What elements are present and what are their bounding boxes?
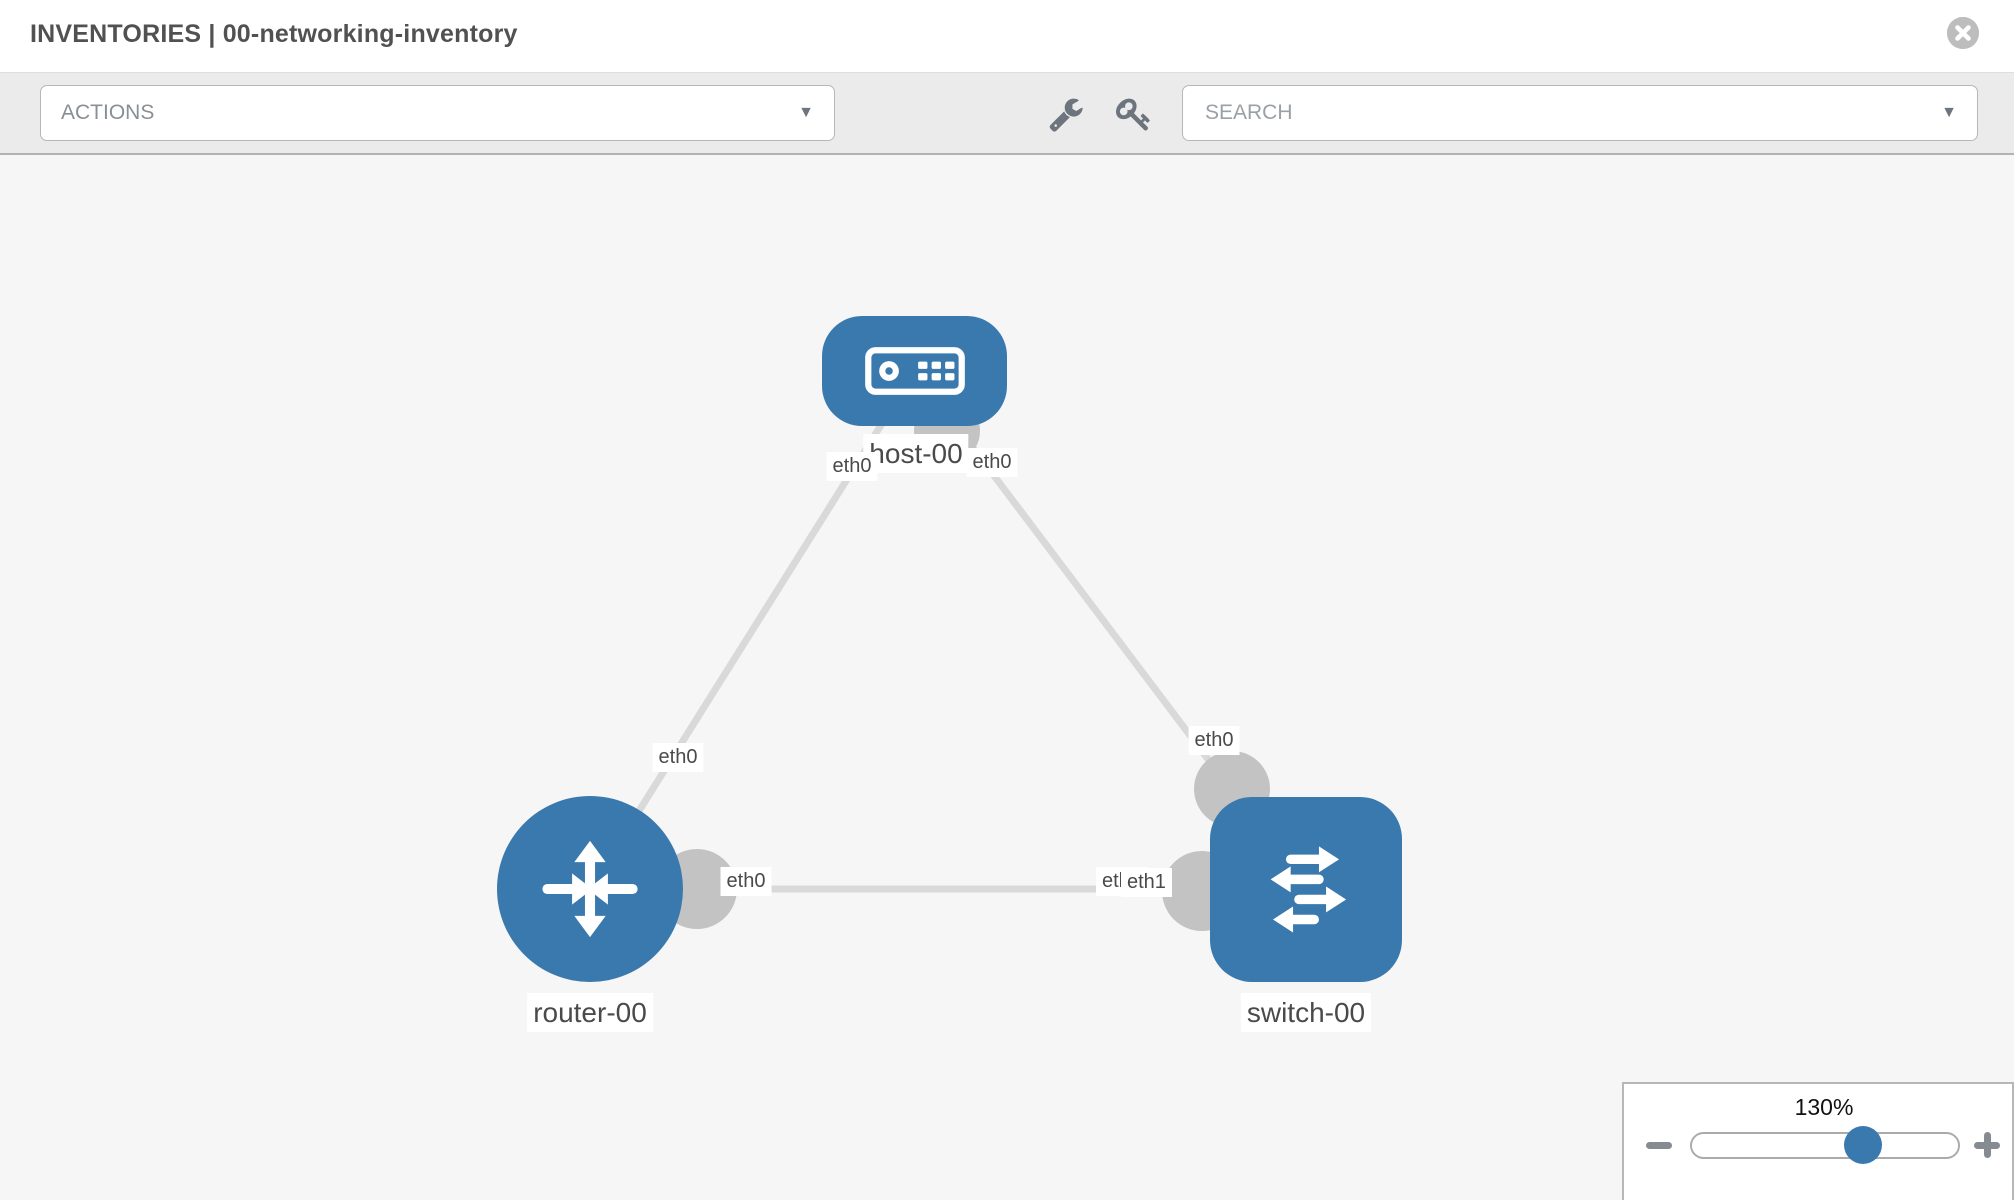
wrench-icon[interactable]: [1048, 96, 1084, 132]
node-label-host-00[interactable]: host-00: [863, 434, 969, 473]
actions-dropdown[interactable]: ACTIONS ▼: [40, 85, 835, 141]
key-icon[interactable]: [1116, 96, 1152, 132]
interface-label-router-eth0: eth0: [720, 867, 772, 896]
plus-icon[interactable]: [1974, 1132, 2000, 1158]
interface-label-switch-eth1: eth1: [1121, 868, 1172, 897]
search-dropdown[interactable]: ▼: [1182, 85, 1978, 141]
zoom-slider-track[interactable]: [1690, 1126, 1960, 1164]
caret-down-icon: ▼: [798, 104, 814, 121]
zoom-level-value: 130%: [1794, 1094, 1854, 1120]
node-router-00[interactable]: [497, 796, 683, 982]
router-icon: [542, 840, 638, 938]
interface-label-host-eth0-left: eth0: [826, 452, 878, 481]
page-title: INVENTORIES | 00-networking-inventory: [30, 20, 518, 48]
close-icon: [1947, 17, 1979, 49]
minus-icon[interactable]: [1646, 1142, 1672, 1149]
host-icon: [864, 347, 965, 395]
node-switch-00[interactable]: [1210, 797, 1402, 982]
plus-icon-bar: [1984, 1132, 1991, 1158]
node-label-router-00[interactable]: router-00: [527, 993, 653, 1032]
close-button[interactable]: [1947, 17, 1979, 49]
search-input[interactable]: [1203, 100, 1942, 126]
zoom-slider-thumb[interactable]: [1844, 1126, 1883, 1164]
topology-links: [587, 368, 1309, 931]
interface-label-switch-eth0-top: eth0: [1188, 726, 1240, 755]
interface-label-router-eth0-uplink: eth0: [652, 743, 704, 772]
node-host-00[interactable]: [822, 316, 1007, 426]
zoom-control-panel: 130%: [1622, 1082, 2014, 1200]
switch-icon: [1270, 845, 1347, 932]
actions-dropdown-label: ACTIONS: [61, 101, 155, 124]
caret-down-icon: ▼: [1941, 104, 1957, 121]
toolbar: ACTIONS ▼ ▼: [0, 73, 2014, 155]
page-header: INVENTORIES | 00-networking-inventory: [0, 0, 2014, 73]
node-label-switch-00[interactable]: switch-00: [1240, 993, 1372, 1032]
interface-label-host-eth0-right: eth0: [966, 448, 1018, 477]
topology-canvas[interactable]: host-00 router-00 switch-00 eth0 eth0 et…: [0, 155, 2014, 1200]
